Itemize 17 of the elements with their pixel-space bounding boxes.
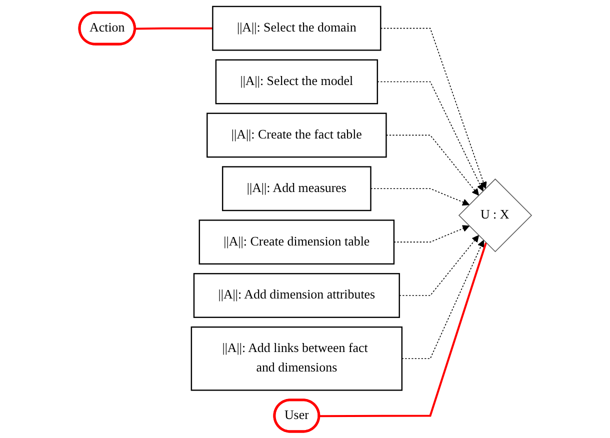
connector [134, 27, 212, 30]
arrow [376, 81, 483, 192]
node-box: ||A||: Select the model [214, 59, 378, 104]
node-box: ||A||: Create dimension table [198, 220, 394, 265]
arrow [401, 240, 484, 360]
node-box: ||A||: Add dimension attributes [192, 273, 400, 318]
node-box: ||A||: Add links between fact and dimensions [190, 326, 402, 391]
arrow [393, 225, 470, 242]
node-box: ||A||: Add measures [221, 166, 371, 212]
arrow [398, 235, 478, 296]
node-box: ||A||: Select the domain [212, 6, 381, 51]
arrow [370, 188, 470, 206]
arrow [385, 134, 478, 196]
node-diamond: U : X [458, 178, 532, 252]
arrow [380, 28, 486, 189]
connector [318, 242, 486, 418]
node-box: ||A||: Create the fact table [206, 112, 386, 158]
